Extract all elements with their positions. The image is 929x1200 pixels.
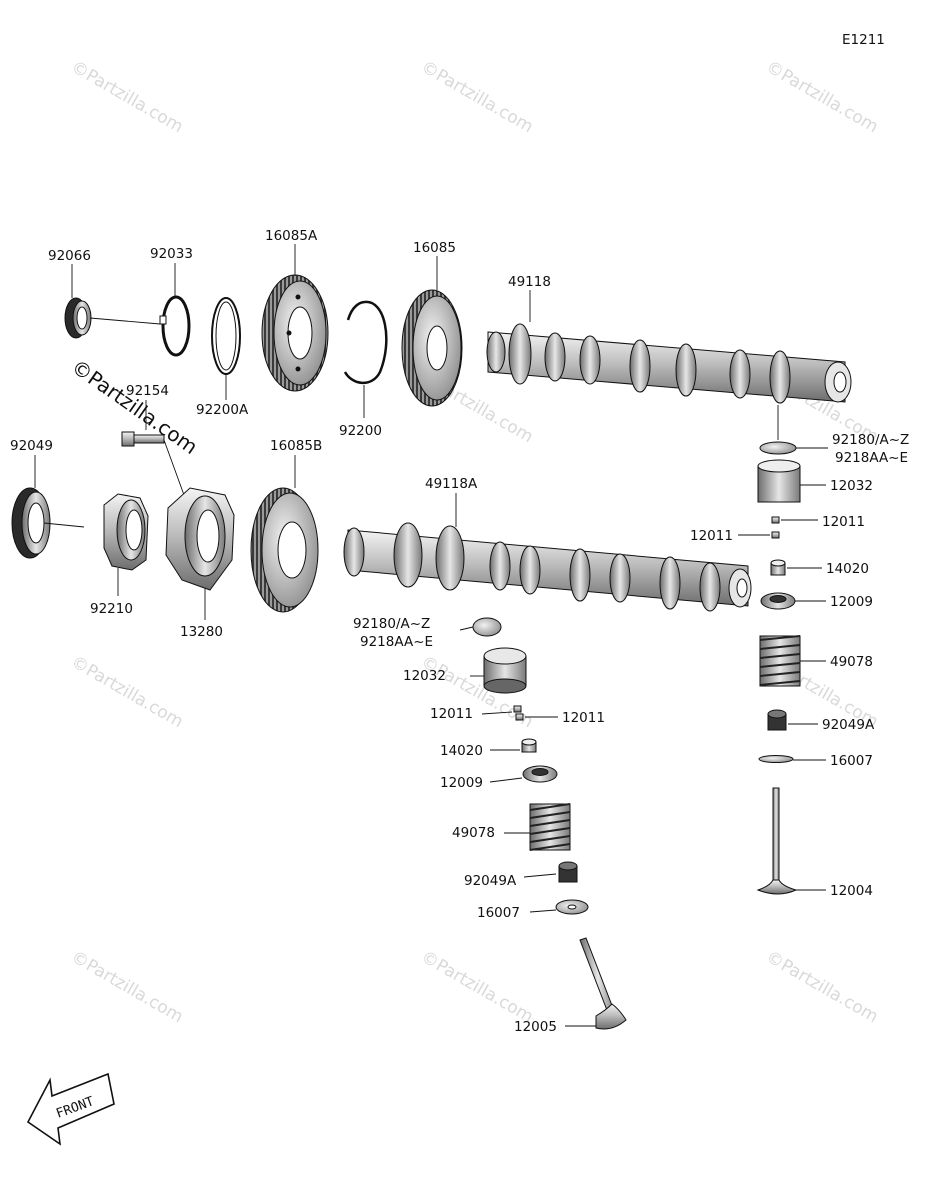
- label-c12005: 12005: [514, 1019, 557, 1035]
- label-r92180: 92180/A~Z: [832, 432, 909, 448]
- tappet-right: [757, 459, 801, 503]
- wave-washer-92200A: [211, 297, 241, 375]
- label-r12004: 12004: [830, 883, 873, 899]
- diagram-id: E1211: [842, 32, 885, 48]
- watermark: ©Partzilla.com: [418, 57, 537, 137]
- valve-stem-seal-center: [558, 861, 578, 883]
- watermark: ©Partzilla.com: [68, 947, 187, 1027]
- label-c9218AA: 9218AA~E: [360, 634, 433, 650]
- watermark: ©Partzilla.com: [418, 947, 537, 1027]
- label-92033: 92033: [150, 246, 193, 262]
- label-r12011a: 12011: [822, 514, 865, 530]
- label-r92049A: 92049A: [822, 717, 875, 733]
- shim-center: [472, 617, 502, 637]
- valve-stem-seal-right: [767, 709, 787, 731]
- retainer-center: [521, 738, 537, 753]
- label-92154: 92154: [126, 383, 169, 399]
- label-49118A: 49118A: [425, 476, 478, 492]
- label-c12011b: 12011: [562, 710, 605, 726]
- oil-seal-92066: [64, 297, 92, 339]
- camshaft-49118A: [343, 522, 752, 612]
- tappet-center: [483, 647, 527, 694]
- label-92210: 92210: [90, 601, 133, 617]
- front-direction-arrow: FRONT: [26, 1072, 115, 1146]
- oil-seal-92049: [11, 487, 51, 559]
- label-r16007: 16007: [830, 753, 873, 769]
- retainer-right: [770, 559, 786, 576]
- label-92200: 92200: [339, 423, 382, 439]
- bolt-92154: [121, 431, 165, 447]
- label-92066: 92066: [48, 248, 91, 264]
- shim-right: [759, 441, 797, 455]
- label-r12011b: 12011: [690, 528, 733, 544]
- label-92049: 92049: [10, 438, 53, 454]
- label-16085A: 16085A: [265, 228, 318, 244]
- snap-ring-92200: [343, 300, 388, 385]
- watermark: ©Partzilla.com: [68, 57, 187, 137]
- camshaft-49118: [486, 323, 852, 404]
- label-c12009: 12009: [440, 775, 483, 791]
- washer-center: [555, 899, 589, 915]
- spring-seat-right: [760, 592, 796, 610]
- label-49118: 49118: [508, 274, 551, 290]
- label-c92049A: 92049A: [464, 873, 517, 889]
- valve-spring-center: [529, 803, 571, 851]
- watermark: ©Partzilla.com: [763, 947, 882, 1027]
- holder-13280: [165, 487, 235, 591]
- gear-16085B: [250, 487, 319, 613]
- gear-16085A: [261, 274, 329, 392]
- valve-center: [579, 937, 627, 1030]
- gear-16085: [401, 289, 463, 407]
- label-r14020: 14020: [826, 561, 869, 577]
- label-r12009: 12009: [830, 594, 873, 610]
- label-c12032: 12032: [403, 668, 446, 684]
- label-92200A: 92200A: [196, 402, 249, 418]
- label-r49078: 49078: [830, 654, 873, 670]
- label-c14020: 14020: [440, 743, 483, 759]
- spring-seat-center: [522, 765, 558, 783]
- watermark: ©Partzilla.com: [68, 652, 187, 732]
- label-c49078: 49078: [452, 825, 495, 841]
- washer-right: [758, 755, 794, 763]
- valve-right: [756, 787, 798, 895]
- label-c12011a: 12011: [430, 706, 473, 722]
- label-c92180: 92180/A~Z: [353, 616, 430, 632]
- label-16085B: 16085B: [270, 438, 322, 454]
- cotter-center: [513, 705, 524, 721]
- watermark: ©Partzilla.com: [763, 57, 882, 137]
- label-16085: 16085: [413, 240, 456, 256]
- label-13280: 13280: [180, 624, 223, 640]
- cotter-right: [771, 516, 780, 539]
- circlip-92033: [159, 295, 191, 357]
- label-r9218AA: 9218AA~E: [835, 450, 908, 466]
- nut-92210: [103, 493, 149, 571]
- valve-spring-right: [759, 635, 801, 687]
- label-r12032: 12032: [830, 478, 873, 494]
- label-c16007: 16007: [477, 905, 520, 921]
